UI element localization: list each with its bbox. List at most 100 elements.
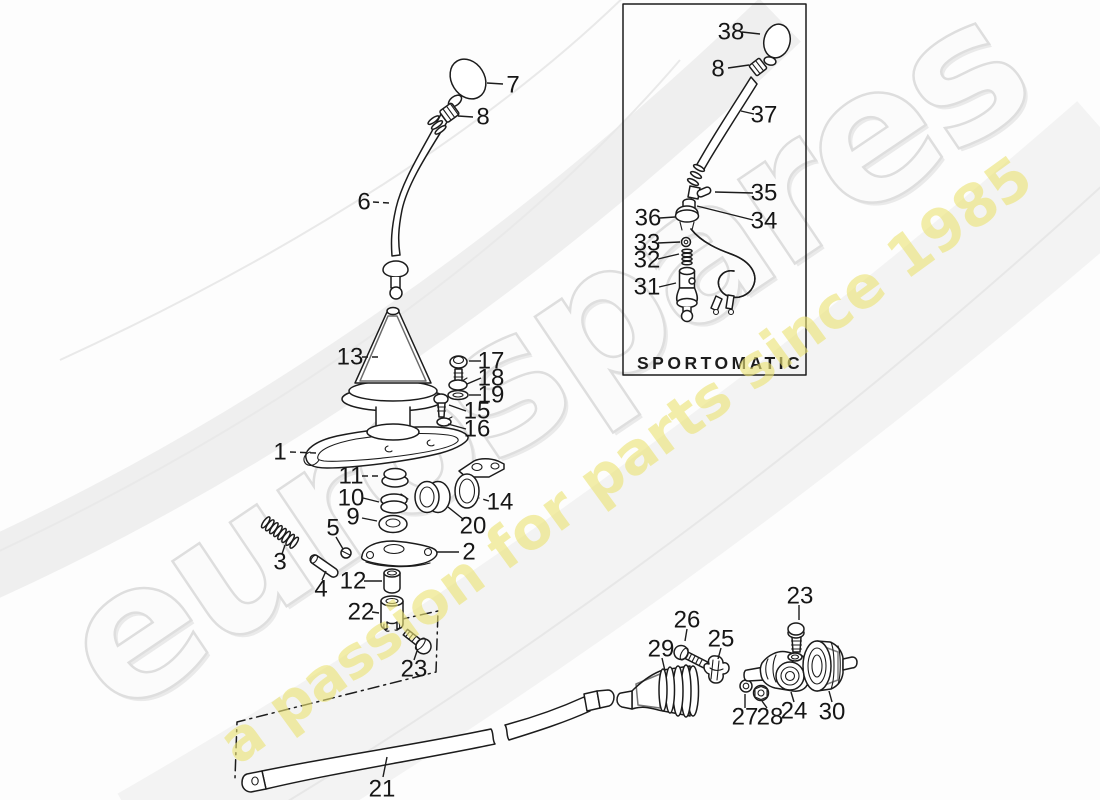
part-label-8: 8 — [476, 104, 489, 131]
part-19-washer — [447, 389, 469, 401]
part-label-33: 33 — [634, 230, 661, 257]
part-label-35: 35 — [751, 180, 778, 207]
leader-line-24 — [790, 691, 795, 703]
leader-line-6 — [372, 201, 390, 204]
part-label-19: 19 — [478, 382, 505, 409]
part-label-6: 6 — [357, 189, 370, 216]
part-15-screw — [433, 393, 449, 418]
part-label-7: 7 — [506, 72, 519, 99]
leader-line-30 — [828, 690, 833, 703]
part-27-washer — [739, 679, 753, 693]
detail-callout-box — [234, 610, 439, 779]
leader-line-5 — [335, 536, 344, 550]
part-21-shift-rod — [241, 689, 615, 793]
part-label-38: 38 — [718, 19, 745, 46]
part-12-bushing — [383, 568, 401, 594]
part-label-36: 36 — [635, 205, 662, 232]
part-label-16: 16 — [464, 416, 491, 443]
inset-caption: SPORTOMATIC — [637, 353, 803, 373]
leader-line-3 — [281, 544, 286, 555]
part-11-cap — [381, 467, 409, 488]
leader-line-20 — [447, 506, 464, 520]
leader-line-36 — [659, 216, 676, 219]
part-label-4: 4 — [314, 576, 327, 603]
part-label-18: 18 — [478, 365, 505, 392]
leader-line-1 — [289, 451, 317, 454]
part-label-23: 23 — [787, 583, 814, 610]
part-29-rod-boot — [616, 664, 700, 718]
part-label-25: 25 — [708, 626, 735, 653]
part-24-joint — [743, 650, 811, 692]
part-23-screw-front — [402, 628, 432, 655]
leader-line-23 — [413, 650, 418, 661]
leader-line-22 — [371, 611, 380, 614]
part-label-34: 34 — [751, 208, 778, 235]
leader-line-38 — [741, 31, 761, 35]
part-23-bolt-rear — [787, 622, 805, 653]
leader-line-16 — [447, 423, 467, 430]
part-label-21: 21 — [369, 776, 396, 800]
leader-line-34 — [696, 205, 754, 221]
part-16-lock-washer — [436, 416, 453, 427]
part-7-shift-knob — [447, 58, 487, 108]
leader-line-25 — [717, 647, 722, 660]
part-label-32: 32 — [634, 247, 661, 274]
leader-line-9 — [361, 517, 378, 522]
leader-line-37 — [740, 110, 755, 115]
part-label-17: 17 — [478, 348, 505, 375]
part-9-grommet — [378, 514, 408, 534]
part-label-9: 9 — [346, 504, 359, 531]
part-label-37: 37 — [751, 102, 778, 129]
artwork: SPORTOMATIC — [234, 3, 858, 793]
leader-line-15 — [448, 404, 467, 412]
leader-line-14 — [478, 497, 490, 502]
part-label-13: 13 — [337, 344, 364, 371]
part-1-cover-plate — [303, 426, 469, 469]
part-label-26: 26 — [674, 607, 701, 634]
part-label-20: 20 — [460, 513, 487, 540]
leader-line-21 — [382, 756, 388, 778]
leader-line-31 — [658, 282, 677, 288]
part-label-8: 8 — [711, 56, 724, 83]
leader-line-4 — [321, 570, 327, 581]
part-31-switch-pin — [675, 266, 699, 323]
part-8-ferrule — [439, 102, 460, 123]
part-label-14: 14 — [487, 489, 514, 516]
part-label-22: 22 — [348, 599, 375, 626]
part-13-shift-boot — [341, 306, 445, 441]
leader-line-29 — [661, 657, 666, 672]
part-38-knob — [762, 23, 792, 66]
leader-line-8 — [727, 64, 750, 69]
part-10-spring-washers — [380, 493, 409, 514]
part-label-5: 5 — [326, 515, 339, 542]
part-label-11: 11 — [339, 463, 364, 490]
part-label-12: 12 — [340, 568, 367, 595]
part-8-ferrule-inset — [748, 57, 768, 77]
part-35-pin — [696, 186, 712, 198]
leader-line-18 — [466, 377, 482, 385]
part-label-2: 2 — [462, 539, 475, 566]
part-36-cap — [674, 205, 700, 231]
part-label-23: 23 — [401, 656, 428, 683]
sportomatic-inset: SPORTOMATIC — [622, 3, 807, 376]
switch-cable — [690, 228, 756, 316]
leader-line-10 — [362, 497, 380, 503]
part-30-joint-boot — [802, 640, 858, 692]
part-37-lever — [686, 76, 758, 200]
part-label-15: 15 — [464, 398, 491, 425]
part-label-10: 10 — [338, 485, 365, 512]
leader-line-35 — [714, 191, 754, 194]
leader-line-33 — [657, 241, 681, 244]
part-26-bolt — [673, 644, 709, 670]
part-28-nut — [752, 684, 770, 702]
part-4-pin — [309, 554, 339, 578]
leader-line-7 — [486, 82, 504, 85]
part-20-bearing-ring — [414, 480, 451, 514]
leader-line-26 — [684, 628, 688, 642]
part-22-lock-sleeve — [380, 595, 404, 632]
part-5-clip-nut — [340, 547, 352, 559]
part-6-shift-lever — [382, 113, 448, 300]
